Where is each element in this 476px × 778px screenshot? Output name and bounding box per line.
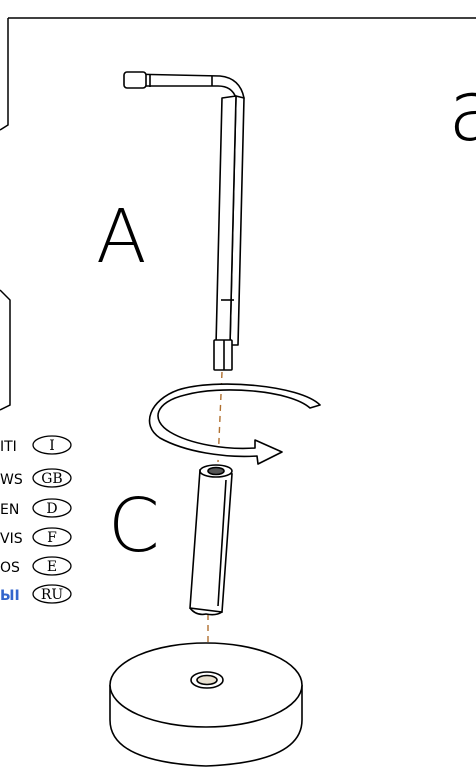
language-row-es: OS E [0,556,72,576]
language-row-de: EN D [0,498,72,518]
page-frame [0,17,476,411]
language-row-it: ITI I [0,435,72,455]
language-text: ITI [0,439,17,455]
language-text: EN [0,502,19,518]
language-legend: ITI I WS GB EN D VIS F OS E ЫI RU [0,435,72,604]
language-text: WS [0,472,23,488]
language-row-fr: VIS F [0,527,72,547]
language-text: ЫI [0,588,20,604]
language-code: I [49,438,55,454]
hex-key-icon [123,71,245,371]
round-base-icon [109,642,303,767]
language-code: E [47,559,57,575]
step-letter: a [448,62,476,160]
language-text: VIS [0,531,23,547]
language-code: RU [41,587,64,603]
language-code: F [47,530,57,546]
language-row-ru: ЫI RU [0,584,72,604]
rotate-arrow-icon [148,383,321,465]
language-code: GB [41,471,62,487]
part-label-c: C [108,483,160,569]
threaded-spacer-icon [189,464,233,616]
language-code: D [46,501,57,517]
language-text: OS [0,560,20,576]
part-label-a: A [96,194,147,280]
language-row-gb: WS GB [0,468,72,488]
